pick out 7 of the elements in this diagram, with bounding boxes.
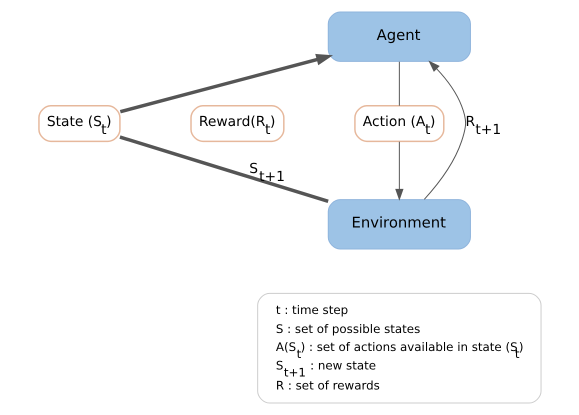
arrow (394, 141, 403, 201)
arrow (423, 60, 466, 200)
connector (398, 61, 400, 106)
connector (118, 135, 328, 203)
node-box: Environment (327, 199, 470, 250)
node-box: Agent (327, 12, 470, 62)
arrow (119, 54, 333, 114)
